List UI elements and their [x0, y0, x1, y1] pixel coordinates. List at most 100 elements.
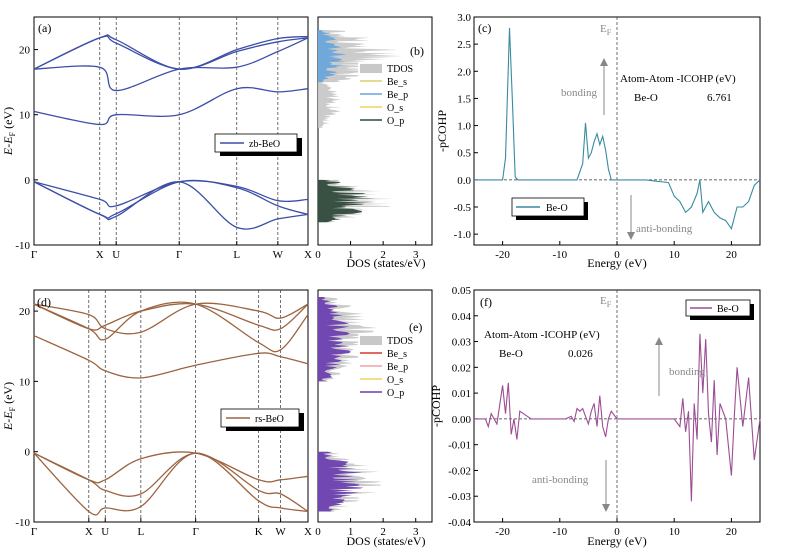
d-band-1 [33, 452, 309, 513]
d-xtick-label: U [101, 526, 109, 538]
panel-f-table-pair: Be-O [499, 348, 523, 360]
e-legend-swatch-TDOS [360, 336, 382, 345]
a-band-3 [33, 86, 309, 126]
panel-f-bonding-arrowhead [655, 337, 663, 345]
b-dos-conduction-low-tdos_max [318, 82, 342, 128]
e-legend-label-TDOS: TDOS [387, 336, 413, 347]
panel-e-dos [318, 297, 383, 512]
b-legend-label-Be_p: Be_p [387, 90, 408, 101]
e-xtick-label: 0 [315, 526, 321, 538]
f-ytick-label: -0.02 [448, 465, 471, 477]
f-xtick-label: 0 [614, 526, 620, 538]
b-xtick-label: 0 [315, 249, 321, 261]
panel-d-legend: rs-BeO [220, 408, 304, 431]
a-xtick-label: L [233, 249, 240, 261]
e-legend-label-Be_s: Be_s [387, 349, 407, 360]
e-xtick-label: 1 [348, 526, 354, 538]
panel-c-bonding-arrowhead [600, 58, 608, 66]
panel-c-xlabel: Energy (eV) [587, 256, 646, 270]
c-ytick-label: 0.0 [457, 175, 471, 187]
panel-f-fermi-label: EF [600, 295, 612, 309]
panel-c-table-header: Atom-Atom -ICOHP (eV) [620, 73, 736, 85]
panel-a-legend-label: zb-BeO [249, 139, 280, 150]
panel-f-legend: Be-O [685, 299, 754, 320]
panel-a-legend-box [214, 133, 298, 153]
a-ytick-label: 20 [19, 45, 31, 57]
panel-f-legend-box [685, 299, 751, 317]
panel-c-cohp-line [474, 27, 761, 230]
b-legend-label-O_p: O_p [387, 116, 404, 127]
panel-c-antibonding-label: anti-bonding [636, 223, 693, 235]
panel-a-kpoint-lines [99, 17, 279, 245]
b-dos-valence-o_p_max [318, 179, 376, 223]
c-ytick-label: 3.0 [457, 12, 471, 24]
f-ytick-label: 0.03 [452, 337, 472, 349]
panel-d-bands [33, 301, 309, 516]
panel-f-antibonding-label: anti-bonding [532, 474, 589, 486]
f-ytick-label: 0.05 [452, 285, 472, 297]
b-xtick-label: 1 [348, 249, 354, 261]
panel-c-legend: Be-O [511, 197, 588, 220]
panel-c-fermi-label: EF [600, 23, 612, 37]
panel-c-table-pair: Be-O [634, 92, 658, 104]
f-ytick-label: 0.04 [452, 311, 472, 323]
panel-e-xlabel: DOS (states/eV) [347, 534, 426, 548]
c-ytick-label: 1.0 [457, 121, 471, 133]
a-xtick-label: Γ [176, 249, 182, 261]
b-dos-conduction-high-tdos_max [318, 30, 403, 83]
panel-b-label: (b) [410, 44, 424, 58]
panel-f-label: (f) [480, 295, 492, 309]
a-xtick-label: W [273, 249, 284, 261]
panel-a-frame [33, 16, 309, 246]
d-band-6 [33, 302, 309, 335]
f-ytick-label: 0.01 [452, 388, 471, 400]
a-ytick-label: 10 [19, 110, 31, 122]
f-ytick-label: -0.01 [448, 440, 471, 452]
panel-a-bands [33, 34, 309, 230]
panel-f-table-header: Atom-Atom -ICOHP (eV) [484, 329, 600, 341]
c-xtick-label: 20 [726, 249, 738, 261]
a-band-6 [33, 34, 309, 70]
b-legend-label-O_s: O_s [387, 103, 403, 114]
panel-b-dos [318, 30, 403, 223]
d-ytick-label: -10 [15, 517, 30, 529]
c-ytick-label: -1.0 [454, 229, 472, 241]
d-xtick-label: X [304, 526, 312, 538]
panel-a-legend: zb-BeO [214, 133, 302, 156]
panel-b-frame [317, 16, 433, 246]
panel-f-table-value: 0.026 [568, 348, 593, 360]
a-xtick-label: X [304, 249, 312, 261]
a-xtick-label: X [96, 249, 104, 261]
d-ytick-label: 0 [25, 447, 31, 459]
d-xtick-label: X [85, 526, 93, 538]
panel-c-antibonding-arrowhead [627, 232, 635, 240]
b-legend-label-TDOS: TDOS [387, 64, 413, 75]
panel-a-ylabel: E-EF (eV) [1, 107, 17, 156]
d-xtick-label: Γ [31, 526, 37, 538]
e-legend-label-O_p: O_p [387, 388, 404, 399]
b-legend-label-Be_s: Be_s [387, 77, 407, 88]
d-xtick-label: L [137, 526, 144, 538]
panel-d-label: (d) [37, 295, 51, 309]
b-legend-swatch-TDOS [360, 64, 382, 73]
d-ytick-label: 20 [19, 306, 31, 318]
e-dos-conduction-o_p_max [318, 297, 351, 382]
c-ytick-label: 2.5 [457, 39, 471, 51]
c-xtick-label: -20 [495, 249, 510, 261]
b-xtick-label: 3 [413, 249, 419, 261]
a-ytick-label: -10 [15, 240, 30, 252]
panel-d-legend-label: rs-BeO [255, 414, 284, 425]
a-band-2 [33, 181, 309, 230]
